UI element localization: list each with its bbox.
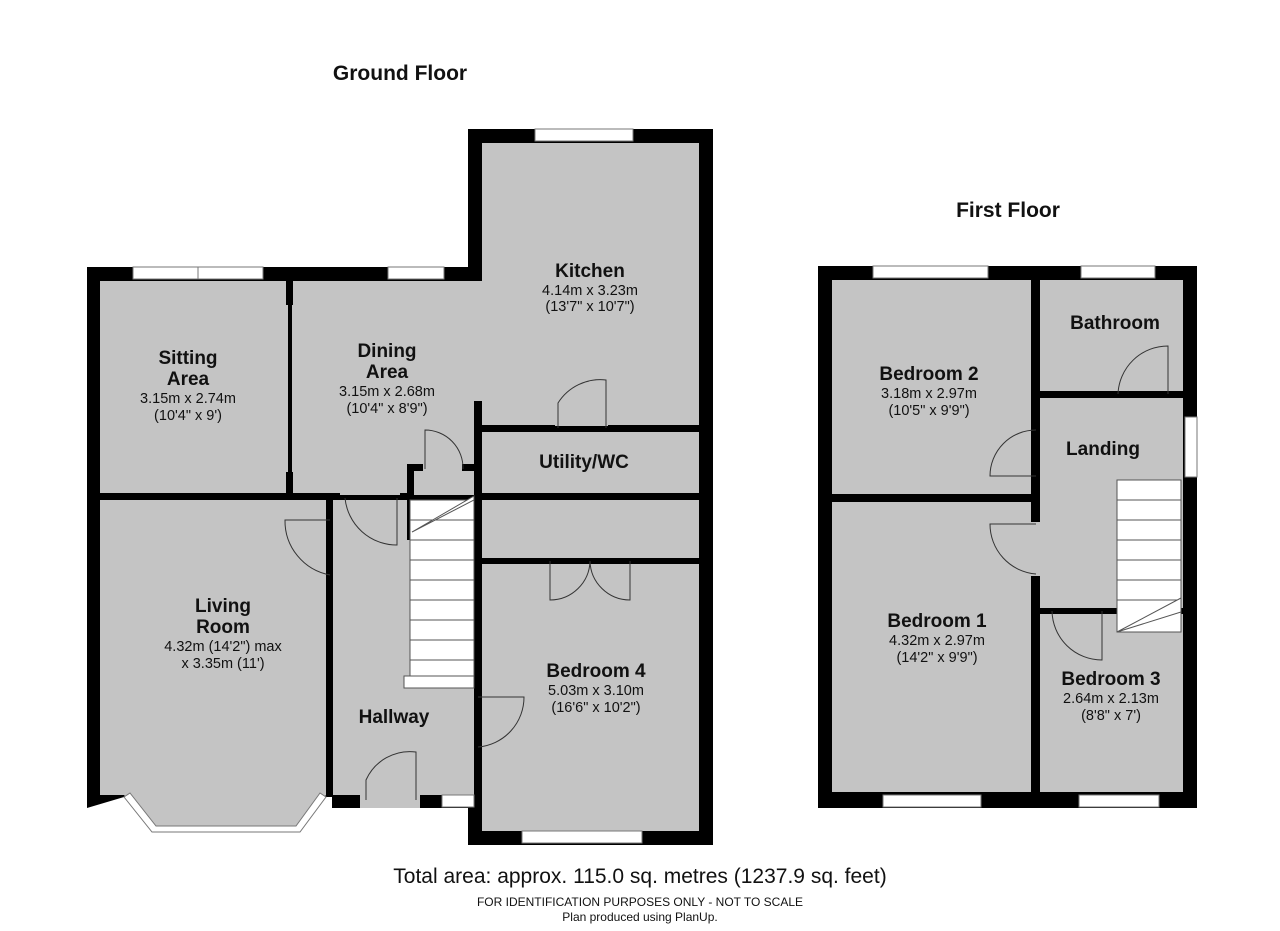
- living-room-bay: [124, 795, 326, 826]
- bedroom-2-dims-ft: (10'5" x 9'9"): [888, 403, 969, 419]
- window: [387, 266, 445, 280]
- dining-area-dims-m: 3.15m x 2.68m: [339, 384, 435, 400]
- bedroom-2-room: [832, 280, 1031, 494]
- living-room: [100, 500, 326, 795]
- bedroom-3-room: [1040, 614, 1183, 792]
- bathroom-door: [1117, 345, 1169, 395]
- dining-kitchen-link: [476, 281, 482, 426]
- living-room-label-2: Room: [196, 617, 250, 638]
- sitting-area-label-2: Area: [167, 369, 210, 390]
- window: [882, 794, 982, 808]
- living-room-label-1: Living: [195, 596, 251, 617]
- wall: [1040, 608, 1052, 614]
- wall: [482, 425, 555, 432]
- kitchen-dims-ft: (13'7" x 10'7"): [545, 299, 634, 315]
- window: [521, 830, 643, 844]
- utility-wc-room: [482, 432, 699, 493]
- landing-label: Landing: [1066, 439, 1140, 460]
- bedroom-3-dims-m: 2.64m x 2.13m: [1063, 691, 1159, 707]
- wall: [407, 464, 423, 471]
- ground-floor-plan: Kitchen 4.14m x 3.23m (13'7" x 10'7") Si…: [87, 128, 713, 845]
- bay-window: [123, 792, 327, 833]
- wall: [462, 464, 482, 471]
- wall: [630, 558, 699, 564]
- landing-link: [1031, 480, 1040, 580]
- wall: [1031, 280, 1040, 428]
- dining-hall-door: [344, 497, 398, 546]
- bedroom-1-label: Bedroom 1: [887, 611, 987, 632]
- wall: [474, 754, 482, 808]
- sitting-area-dims-ft: (10'4" x 9'): [154, 408, 222, 424]
- kitchen-dims-m: 4.14m x 3.23m: [542, 283, 638, 299]
- window: [1078, 794, 1160, 808]
- wall: [482, 558, 550, 564]
- first-floor-title: First Floor: [956, 199, 1060, 222]
- dining-area-room: [292, 281, 476, 495]
- bedroom-1-dims-ft: (14'2" x 9'9"): [896, 650, 977, 666]
- bedroom-2-dims-m: 3.18m x 2.97m: [881, 386, 977, 402]
- bedroom-4-dims-m: 5.03m x 3.10m: [548, 683, 644, 699]
- disclaimer: FOR IDENTIFICATION PURPOSES ONLY - NOT T…: [477, 895, 803, 909]
- ground-floor-stairs: [403, 495, 475, 689]
- sitting-area-room: [100, 281, 288, 495]
- bedroom-4-dims-ft: (16'6" x 10'2"): [551, 700, 640, 716]
- bedroom-2-door: [989, 429, 1037, 477]
- wall: [1040, 391, 1116, 398]
- living-room-dims-2: x 3.35m (11'): [181, 656, 264, 672]
- wall: [286, 281, 293, 305]
- wall: [326, 500, 333, 520]
- wall: [608, 425, 699, 432]
- window: [534, 128, 634, 142]
- bedroom-3-dims-ft: (8'8" x 7'): [1081, 708, 1141, 724]
- wall: [1172, 391, 1183, 398]
- window: [872, 265, 989, 279]
- kitchen-label: Kitchen: [555, 261, 625, 282]
- bedroom-3-door: [1051, 610, 1103, 661]
- wall: [88, 493, 340, 500]
- front-door: [365, 751, 417, 800]
- total-area: Total area: approx. 115.0 sq. metres (12…: [393, 865, 886, 888]
- dining-area-label-1: Dining: [357, 341, 416, 362]
- sitting-area-dims-m: 3.15m x 2.74m: [140, 391, 236, 407]
- wall: [476, 493, 699, 500]
- bedroom-1-dims-m: 4.32m x 2.97m: [889, 633, 985, 649]
- bedroom-3-label: Bedroom 3: [1061, 669, 1160, 690]
- wall: [332, 795, 360, 808]
- first-floor-stairs: [1116, 479, 1182, 633]
- wall: [832, 494, 1038, 502]
- sitting-area-label-1: Sitting: [158, 348, 217, 369]
- wardrobe-doors: [549, 560, 631, 601]
- utility-wc-label: Utility/WC: [539, 452, 629, 473]
- ground-floor-title: Ground Floor: [333, 62, 467, 85]
- bedroom-4-label: Bedroom 4: [546, 661, 646, 682]
- dining-area-dims-ft: (10'4" x 8'9"): [346, 401, 427, 417]
- kitchen-room: [482, 143, 699, 426]
- wall: [326, 575, 333, 797]
- wall: [400, 493, 410, 500]
- living-room-door: [284, 519, 331, 576]
- produced-by: Plan produced using PlanUp.: [562, 910, 717, 924]
- window: [1184, 416, 1198, 478]
- window: [1080, 265, 1156, 279]
- bathroom-room: [1040, 280, 1183, 391]
- bedroom-2-label: Bedroom 2: [879, 364, 978, 385]
- window: [441, 794, 475, 808]
- hallway-label: Hallway: [359, 707, 430, 728]
- dining-area-label-2: Area: [366, 362, 409, 383]
- first-floor-plan: Bedroom 2 3.18m x 2.97m (10'5" x 9'9") B…: [818, 265, 1198, 808]
- wall: [1031, 576, 1040, 792]
- wall: [474, 401, 482, 694]
- cupboard-door: [424, 429, 464, 470]
- cupboard-room: [482, 500, 699, 558]
- living-room-dims-1: 4.32m (14'2") max: [164, 639, 282, 655]
- wall: [286, 472, 293, 495]
- kitchen-utility-door: [557, 379, 607, 428]
- hallway-entrance: [360, 795, 420, 808]
- bathroom-label: Bathroom: [1070, 313, 1160, 334]
- bedroom-1-door: [989, 523, 1037, 575]
- bedroom-4-door: [477, 696, 525, 748]
